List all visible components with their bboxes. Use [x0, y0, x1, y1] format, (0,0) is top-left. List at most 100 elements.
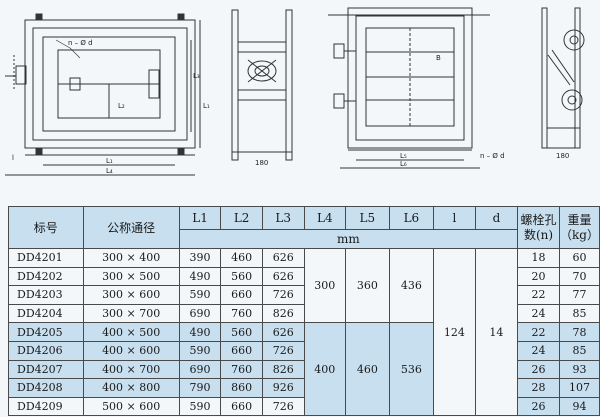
cell-weight: 93	[559, 359, 600, 380]
cell-l3: 826	[261, 359, 305, 380]
cell-l2: 760	[220, 303, 263, 324]
table-row: DD4202 300 × 500 490 560 626 20 70	[8, 266, 600, 287]
cell-weight: 85	[559, 340, 600, 361]
spec-table: 标号 公称通径 L1 L2 L3 L4 L5 L6 l d 螺栓孔 数(n) 重…	[8, 206, 600, 417]
cell-l3: 726	[261, 285, 305, 305]
cell-nominal: 500 × 600	[82, 396, 180, 417]
cell-bolts: 24	[517, 303, 560, 324]
cell-bolts: 22	[517, 322, 560, 342]
technical-drawings: n – Ø d L₁ L₃ L₂ L₁ L₄ l 180	[5, 7, 585, 176]
cell-l2: 660	[220, 340, 263, 361]
dim-l4-horizontal: L₄	[106, 167, 113, 175]
cell-l1: 690	[178, 359, 222, 380]
cell-nominal: 400 × 800	[82, 378, 180, 398]
table-row: DD4207 400 × 700 690 760 826 26 93	[8, 359, 600, 380]
cell-l3: 726	[261, 340, 305, 361]
cell-model: DD4201	[8, 248, 84, 268]
cell-nominal: 400 × 700	[82, 359, 180, 380]
dim-l1-horizontal: L₁	[106, 157, 113, 165]
cell-l-shared: 124	[433, 247, 476, 417]
hole-callout-label-2: n – Ø d	[480, 152, 505, 160]
cell-l2: 660	[220, 285, 263, 305]
front-view-dampers-drawing: B L₅ L₆ n – Ø d	[328, 7, 505, 169]
cell-l2: 860	[220, 378, 263, 398]
header-nominal: 公称通径	[82, 206, 180, 249]
cell-l4-group2: 400	[303, 322, 347, 417]
cell-l1: 390	[178, 248, 222, 268]
dim-l2-inner: L₂	[118, 102, 125, 110]
cell-l3: 626	[261, 248, 305, 268]
dim-l-label: l	[12, 154, 14, 162]
cell-weight: 107	[559, 378, 600, 398]
cell-l2: 660	[220, 396, 263, 417]
cell-l1: 590	[178, 285, 222, 305]
cell-model: DD4202	[8, 266, 84, 287]
cell-bolts: 18	[517, 248, 560, 268]
cell-nominal: 300 × 500	[82, 266, 180, 287]
table-row: DD4204 300 × 700 690 760 826 24 85	[8, 303, 600, 324]
cell-l2: 460	[220, 248, 263, 268]
header-l: l	[433, 206, 476, 230]
cell-nominal: 400 × 500	[82, 322, 180, 342]
cell-bolts: 20	[517, 266, 560, 287]
cell-model: DD4204	[8, 303, 84, 324]
header-l4: L4	[303, 206, 347, 230]
cell-model: DD4208	[8, 378, 84, 398]
header-weight-line1: 重量	[567, 212, 592, 227]
cell-nominal: 300 × 600	[82, 285, 180, 305]
cell-model: DD4209	[8, 396, 84, 417]
header-bolts-line2: 数(n)	[524, 227, 554, 242]
side-view-drawing: 180	[231, 9, 293, 167]
header-weight-line2: （kg）	[560, 227, 599, 242]
table-row: DD4209 500 × 600 590 660 726 26 94	[8, 396, 600, 417]
cell-weight: 70	[559, 266, 600, 287]
header-l6: L6	[388, 206, 435, 230]
cell-weight: 77	[559, 285, 600, 305]
side-width-label: 180	[255, 159, 268, 167]
cell-d-shared: 14	[474, 247, 519, 417]
cell-bolts: 28	[517, 378, 560, 398]
cell-l2: 560	[220, 322, 263, 342]
cell-model: DD4205	[8, 322, 84, 342]
cell-l1: 490	[178, 266, 222, 287]
dim-b-label: B	[436, 54, 441, 62]
cell-nominal: 400 × 600	[82, 340, 180, 361]
cell-nominal: 300 × 700	[82, 303, 180, 324]
header-weight: 重量 （kg）	[559, 206, 600, 249]
cell-l6-group1: 436	[388, 247, 435, 324]
cell-model: DD4207	[8, 359, 84, 380]
hole-callout-label: n – Ø d	[68, 39, 93, 47]
cell-l6-group2: 536	[388, 322, 435, 417]
cell-l3: 626	[261, 266, 305, 287]
cell-l1: 690	[178, 303, 222, 324]
cell-weight: 78	[559, 322, 600, 342]
cell-l3: 626	[261, 322, 305, 342]
cell-l3: 926	[261, 378, 305, 398]
cell-l2: 760	[220, 359, 263, 380]
header-bolts: 螺栓孔 数(n)	[517, 206, 560, 249]
cell-l1: 590	[178, 340, 222, 361]
header-l1: L1	[178, 206, 222, 230]
cell-l3: 826	[261, 303, 305, 324]
header-l3: L3	[261, 206, 305, 230]
cell-nominal: 300 × 400	[82, 248, 180, 268]
cell-l5-group2: 460	[345, 322, 390, 417]
front-view-drawing: n – Ø d L₁ L₃ L₂ L₁ L₄ l	[5, 13, 210, 176]
cell-bolts: 22	[517, 285, 560, 305]
cell-model: DD4203	[8, 285, 84, 305]
table-row: DD4201 300 × 400 390 460 626 300 360 436…	[8, 247, 600, 417]
table-row: DD4205 400 × 500 490 560 626 400 460 536…	[8, 322, 600, 417]
cell-l5-group1: 360	[345, 247, 390, 324]
cell-l3: 726	[261, 396, 305, 417]
dim-l5-label: L₅	[400, 152, 407, 160]
cell-l4-group1: 300	[303, 247, 347, 324]
cell-bolts: 26	[517, 396, 560, 417]
cell-weight: 85	[559, 303, 600, 324]
header-bolts-line1: 螺栓孔	[520, 212, 557, 227]
cell-bolts: 26	[517, 359, 560, 380]
dim-l6-label: L₆	[400, 160, 407, 168]
header-unit: mm	[178, 229, 519, 249]
cell-l1: 790	[178, 378, 222, 398]
header-l2: L2	[220, 206, 263, 230]
side-view-linkage-drawing: 180	[541, 7, 585, 160]
